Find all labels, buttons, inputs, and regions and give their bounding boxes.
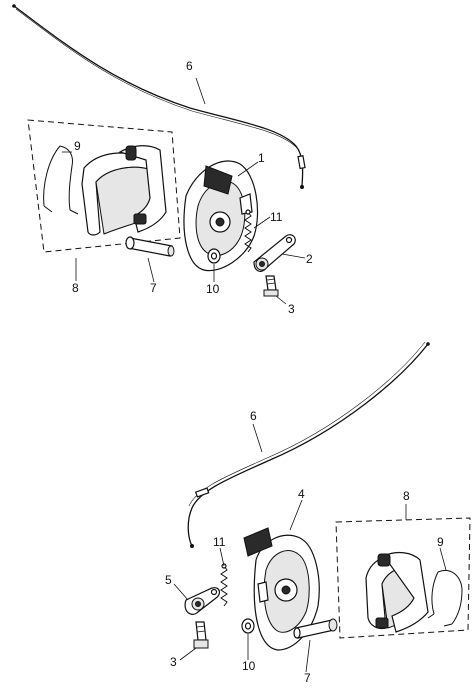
leaders-top (62, 77, 306, 305)
callout-6-top: 6 (186, 59, 193, 73)
cam-shaft-top (125, 236, 175, 257)
brake-arm-bottom (184, 587, 221, 615)
brake-shoes-top (81, 145, 167, 236)
callout-11-bottom: 11 (213, 535, 226, 549)
callout-11-top: 11 (270, 210, 283, 224)
callout-8-top: 8 (72, 281, 79, 295)
felt-seal-bottom (241, 618, 255, 634)
callout-9-bottom: 9 (437, 535, 444, 549)
brake-shoes-bottom (365, 551, 429, 633)
brake-arm-top (253, 234, 296, 272)
callout-3-bottom: 3 (170, 655, 177, 669)
callout-2-top: 2 (306, 252, 313, 266)
brake-panel-bottom (243, 527, 320, 651)
brake-cable-bottom (187, 341, 430, 548)
bottom-assembly: 6 8 9 4 11 5 3 10 7 (165, 341, 471, 685)
leaders-bottom (173, 423, 447, 673)
callout-4-bottom: 4 (298, 487, 305, 501)
callout-5-bottom: 5 (165, 573, 172, 587)
brake-cable-top (12, 4, 306, 189)
shoe-spring-top (43, 145, 79, 215)
bolt-top (263, 275, 279, 297)
cam-shaft-bottom (293, 618, 338, 639)
felt-seal-top (207, 248, 221, 264)
return-spring-bottom (220, 563, 228, 607)
brake-panel-top (183, 160, 259, 272)
bolt-bottom (193, 621, 209, 649)
callout-1-top: 1 (258, 151, 265, 165)
brake-shoe-set-box-bottom (335, 517, 471, 639)
return-spring-top (244, 209, 252, 253)
callout-8-bottom: 8 (403, 489, 410, 503)
shoe-spring-bottom (427, 570, 463, 627)
top-assembly: 6 9 1 11 2 3 7 10 8 (12, 4, 313, 316)
callout-10-bottom: 10 (242, 659, 256, 673)
callout-7-top: 7 (150, 281, 157, 295)
callout-9-top: 9 (74, 139, 81, 153)
callout-10-top: 10 (206, 282, 220, 296)
callout-7-bottom: 7 (304, 671, 311, 685)
brake-shoe-set-box-top (27, 119, 181, 253)
callout-3-top: 3 (288, 302, 295, 316)
callout-6-bottom: 6 (250, 409, 257, 423)
